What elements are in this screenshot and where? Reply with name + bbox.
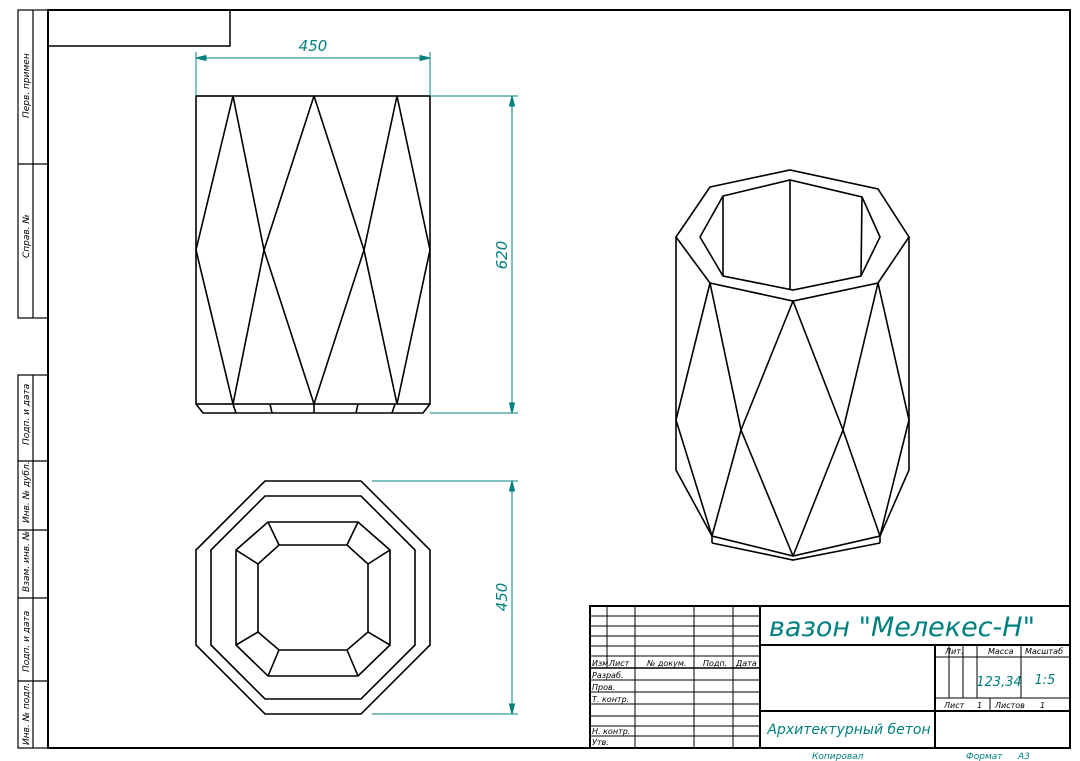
- role-checker: Пров.: [592, 683, 615, 692]
- dimension-lines: [195, 52, 518, 715]
- role-developer: Разраб.: [592, 671, 623, 680]
- dim-front-width: 450: [299, 37, 328, 55]
- scale-value: 1:5: [1035, 673, 1056, 688]
- isometric-view: [675, 169, 910, 561]
- title-block: [589, 605, 1071, 749]
- format-value: А3: [1017, 752, 1030, 761]
- hdr-scale: Масштаб: [1025, 647, 1063, 656]
- role-approver: Утв.: [592, 738, 609, 747]
- top-view: [195, 480, 431, 715]
- dim-top-size: 450: [493, 583, 511, 612]
- mass-value: 123,34: [976, 675, 1022, 690]
- side-strip: [17, 9, 49, 749]
- sheet-no: 1: [977, 701, 982, 710]
- title-product-name: вазон "Мелекес-Н": [769, 612, 1035, 643]
- side-label-podp2: Подп. и дата: [22, 611, 32, 672]
- side-label-vzam: Взам. инв. №: [22, 531, 32, 592]
- role-tech-control: Т. контр.: [592, 695, 629, 704]
- dim-front-height: 620: [493, 241, 511, 270]
- front-view: [195, 95, 431, 414]
- sheets-count: 1: [1040, 701, 1045, 710]
- hdr-sign: Подп.: [703, 659, 727, 668]
- hdr-date: Дата: [735, 659, 757, 668]
- hdr-izm: Изм.: [592, 659, 611, 668]
- hdr-list: Лист: [608, 659, 630, 668]
- side-label-perv: Перв. примен: [22, 53, 32, 118]
- title-material: Архитектурный бетон: [766, 722, 930, 738]
- hdr-lit: Лит.: [944, 647, 963, 656]
- side-label-inv-dubl: Инв. № дубл.: [22, 461, 32, 523]
- hdr-mass: Масса: [988, 647, 1014, 656]
- sheets-label: Листов: [994, 701, 1025, 710]
- side-label-sprav: Справ. №: [22, 214, 32, 258]
- side-label-podp1: Подп. и дата: [22, 384, 32, 445]
- role-norm-control: Н. контр.: [592, 727, 630, 736]
- side-label-inv-podl: Инв. № подл.: [22, 683, 32, 745]
- copied-label: Копировал: [812, 752, 864, 761]
- hdr-doc-no: № докум.: [646, 659, 686, 668]
- format-label: Формат: [966, 752, 1003, 761]
- sheet-label: Лист: [943, 701, 965, 710]
